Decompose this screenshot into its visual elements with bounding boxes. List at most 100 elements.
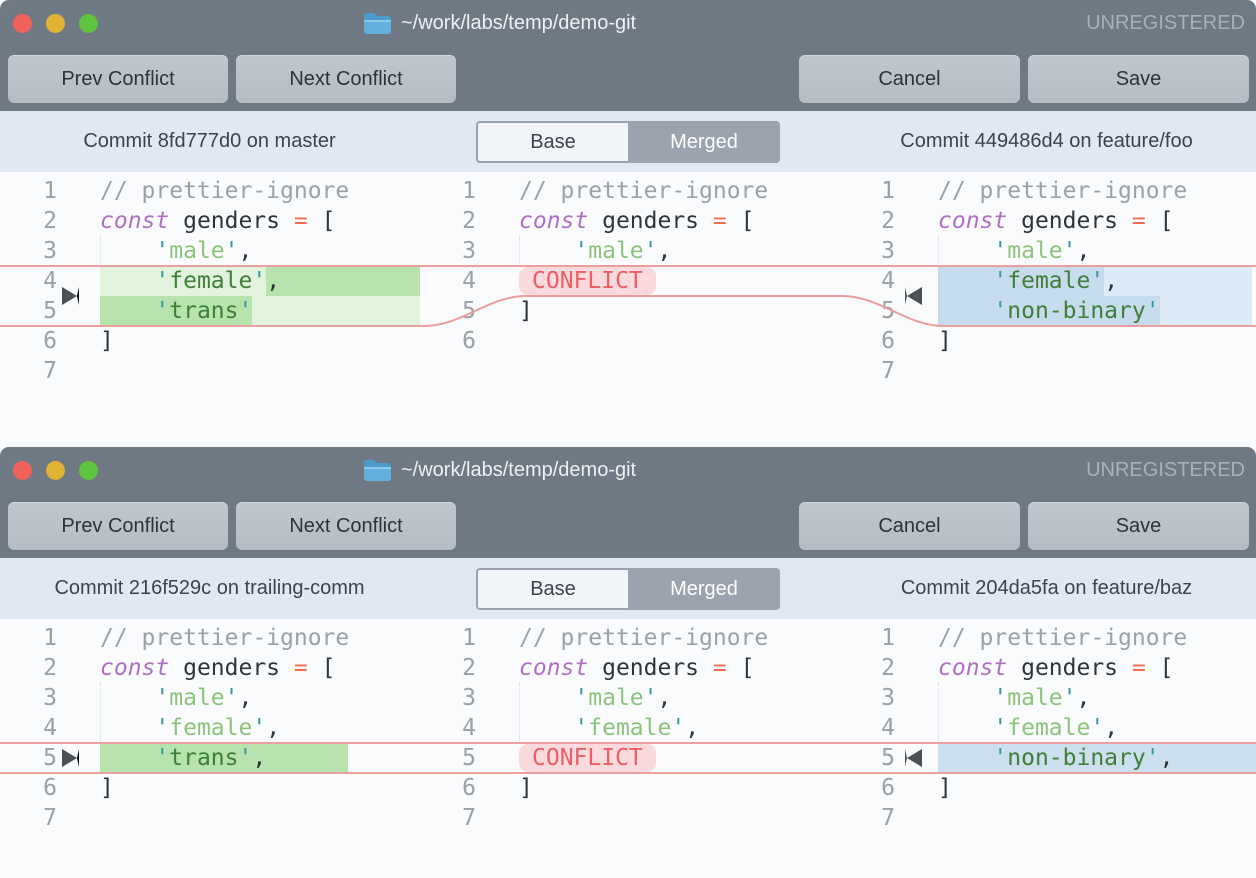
- tab-merged[interactable]: Merged: [628, 568, 780, 610]
- conflict-badge: CONFLICT: [519, 744, 656, 772]
- code-token: non-binary: [1007, 296, 1146, 326]
- diff-highlight: 'female',: [100, 266, 420, 296]
- line-content: 'male',: [938, 683, 1090, 713]
- save-button[interactable]: Save: [1028, 55, 1249, 103]
- code-token: [519, 236, 574, 266]
- code-token: // prettier-ignore: [100, 625, 350, 651]
- prev-conflict-button[interactable]: Prev Conflict: [8, 55, 228, 103]
- code-token: ': [238, 296, 253, 326]
- indent-guide: [938, 683, 939, 743]
- code-token: ': [224, 685, 239, 711]
- traffic-lights: [13, 14, 98, 33]
- line-content: ]: [519, 296, 533, 326]
- folder-icon: [363, 12, 392, 35]
- line-content: const genders = [: [519, 653, 754, 683]
- code-token: ,: [238, 238, 253, 264]
- toolbar: Prev Conflict Next Conflict Cancel Save: [0, 494, 1256, 558]
- line-number: 3: [43, 238, 57, 264]
- code-line: 5]: [419, 296, 838, 326]
- line-content: 'male',: [938, 236, 1090, 266]
- line-number: 3: [462, 685, 476, 711]
- code-token: non-binary: [1007, 745, 1146, 771]
- cancel-button[interactable]: Cancel: [799, 55, 1020, 103]
- code-token: ,: [1104, 268, 1119, 294]
- cancel-button[interactable]: Cancel: [799, 502, 1020, 550]
- tab-base[interactable]: Base: [476, 121, 628, 163]
- code-token: // prettier-ignore: [100, 178, 350, 204]
- code-token: [938, 296, 994, 326]
- close-button[interactable]: [13, 461, 32, 480]
- code-token: ': [238, 745, 253, 771]
- take-right-button[interactable]: [905, 287, 922, 305]
- code-token: ': [155, 238, 170, 264]
- tab-merged[interactable]: Merged: [628, 121, 780, 163]
- line-number: 7: [43, 805, 57, 831]
- code-line: 6]: [838, 326, 1256, 356]
- line-number: 2: [462, 208, 476, 234]
- code-token: ': [671, 715, 686, 741]
- code-token: [: [1145, 208, 1174, 234]
- line-content: CONFLICT: [519, 266, 656, 296]
- code-line: 1// prettier-ignore: [419, 623, 838, 653]
- window-title: ~/work/labs/temp/demo-git: [401, 459, 637, 481]
- next-conflict-button[interactable]: Next Conflict: [236, 55, 456, 103]
- line-number: 5: [462, 298, 476, 324]
- code-token: ,: [657, 685, 672, 711]
- line-content: 'female',: [938, 266, 1252, 296]
- code-token: genders: [1007, 655, 1132, 681]
- code-line: 5 'non-binary',: [838, 743, 1256, 773]
- code-line: 3 'male',: [0, 236, 419, 266]
- line-content: 'male',: [519, 683, 671, 713]
- code-token: ': [993, 745, 1008, 771]
- take-left-button[interactable]: [62, 749, 79, 767]
- line-number: 6: [462, 775, 476, 801]
- pane-header: Commit 8fd777d0 on master Base Merged Co…: [0, 111, 1256, 172]
- code-line: 4 'female',: [838, 266, 1256, 296]
- line-content: // prettier-ignore: [100, 623, 349, 653]
- prev-conflict-button[interactable]: Prev Conflict: [8, 502, 228, 550]
- code-token: ': [155, 715, 170, 741]
- code-token: [100, 683, 155, 713]
- code-line: 6]: [0, 326, 419, 356]
- line-number: 5: [462, 745, 476, 771]
- base-merged-toggle: Base Merged: [476, 121, 780, 163]
- code-line: 3 'male',: [419, 683, 838, 713]
- save-button[interactable]: Save: [1028, 502, 1249, 550]
- code-token: ,: [685, 715, 700, 741]
- tab-base[interactable]: Base: [476, 568, 628, 610]
- code-token: ': [1062, 238, 1077, 264]
- line-content: 'trans',: [100, 743, 348, 773]
- code-line: 6: [419, 326, 838, 356]
- zoom-button[interactable]: [79, 14, 98, 33]
- code-line: 4 'female',: [0, 713, 419, 743]
- code-line: 3 'male',: [838, 236, 1256, 266]
- code-line: 4 'female',: [419, 713, 838, 743]
- line-number: 5: [43, 298, 57, 324]
- code-token: // prettier-ignore: [938, 625, 1188, 651]
- minimize-button[interactable]: [46, 461, 65, 480]
- code-token: [100, 296, 156, 326]
- code-token: [938, 266, 994, 296]
- code-token: ': [993, 266, 1008, 296]
- line-content: const genders = [: [938, 653, 1173, 683]
- minimize-button[interactable]: [46, 14, 65, 33]
- diff-highlight: 'trans',: [100, 743, 348, 773]
- code-token: male: [1007, 685, 1063, 711]
- code-token: ,: [1076, 685, 1091, 711]
- take-left-button[interactable]: [62, 287, 79, 305]
- code-token: ]: [100, 328, 114, 354]
- zoom-button[interactable]: [79, 461, 98, 480]
- code-token: male: [169, 685, 225, 711]
- next-conflict-button[interactable]: Next Conflict: [236, 502, 456, 550]
- take-right-button[interactable]: [905, 749, 922, 767]
- close-button[interactable]: [13, 14, 32, 33]
- line-number: 6: [881, 775, 895, 801]
